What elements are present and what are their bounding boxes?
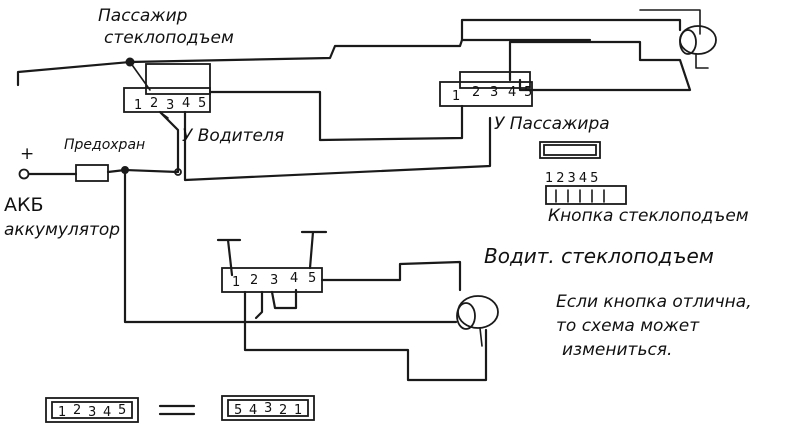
switch-driver-pin-5: 5 xyxy=(198,96,206,111)
label-fuse: Предохран xyxy=(64,137,146,153)
switch-bottom-pin-3: 3 xyxy=(270,273,278,288)
switch-passenger-pin-2: 2 xyxy=(472,85,480,100)
label-plus: + xyxy=(20,144,35,164)
label-note-3: измениться. xyxy=(562,340,673,360)
label-note-1: Если кнопка отлична, xyxy=(556,292,752,312)
fuse-icon xyxy=(75,164,109,182)
label-passenger-lifter-2: стеклоподъем xyxy=(104,28,234,48)
battery-terminal-icon xyxy=(18,168,30,180)
wire-fuse-to-node xyxy=(106,168,180,174)
svg-text:4: 4 xyxy=(249,403,257,418)
svg-text:2: 2 xyxy=(73,403,81,418)
switch-passenger-pin-4: 4 xyxy=(508,85,516,100)
label-button-caption: Кнопка стеклоподъем xyxy=(548,206,749,226)
equivalence-right: 5 4 3 2 1 xyxy=(221,395,315,421)
wire-feed-up-to-driver-switch xyxy=(158,110,180,174)
switch-passenger-pin-3: 3 xyxy=(490,85,498,100)
equivalence-left: 1 2 3 4 5 xyxy=(45,397,139,423)
switch-passenger-pin-5: 5 xyxy=(524,85,532,100)
equals-sign xyxy=(158,404,196,416)
wire-passenger-motor-b xyxy=(508,40,692,92)
svg-text:5: 5 xyxy=(234,403,242,418)
wire-passenger-motor-a xyxy=(460,18,682,42)
wire-bottom-pin2 xyxy=(254,290,264,320)
switch-bottom-pin-2: 2 xyxy=(250,273,258,288)
passenger-motor-icon xyxy=(639,9,717,69)
switch-passenger-cap xyxy=(459,71,531,89)
switch-bottom-pin-labels: 1 2 3 4 5 xyxy=(232,271,316,290)
switch-bottom-pin-4: 4 xyxy=(290,271,298,286)
switch-passenger-pin-1: 1 xyxy=(452,89,460,104)
svg-text:3: 3 xyxy=(264,401,272,416)
button-legend: 12345 xyxy=(539,141,627,205)
label-battery-full: аккумулятор xyxy=(4,220,121,240)
switch-driver-pin-3: 3 xyxy=(166,98,174,113)
switch-driver-pin-labels: 1 2 3 4 5 xyxy=(134,96,206,113)
switch-driver-cap xyxy=(145,63,211,95)
wire-bottom-pin3-to-motor xyxy=(270,288,298,310)
wire-driver-pin5-to-passenger xyxy=(208,90,464,142)
label-driver-lifter: Водит. стеклоподъем xyxy=(484,244,714,268)
wire-top-to-switch xyxy=(129,61,151,91)
driver-motor-icon xyxy=(320,260,499,347)
svg-text:3: 3 xyxy=(88,405,96,420)
label-passenger-lifter-1: Пассажир xyxy=(98,6,188,26)
switch-driver-pin-1: 1 xyxy=(134,98,142,113)
svg-text:2: 2 xyxy=(279,403,287,418)
wire-bottom-pin4-down xyxy=(243,290,488,382)
label-battery-short: АКБ xyxy=(4,194,44,216)
junction-node-feed xyxy=(174,168,182,176)
switch-driver-pin-4: 4 xyxy=(182,96,190,111)
ground-right xyxy=(300,230,328,270)
label-note-2: то схема может xyxy=(556,316,700,336)
switch-passenger-body xyxy=(439,81,533,107)
wire-feed-down xyxy=(123,168,458,324)
svg-text:4: 4 xyxy=(103,405,111,420)
label-at-passenger: У Пассажира xyxy=(494,114,610,134)
switch-bottom-pin-5: 5 xyxy=(308,271,316,286)
switch-driver-pin-2: 2 xyxy=(150,96,158,111)
svg-text:1: 1 xyxy=(58,405,66,420)
switch-passenger-pin-labels: 1 2 3 4 5 xyxy=(452,85,532,104)
svg-text:5: 5 xyxy=(118,403,126,418)
switch-bottom-pin-1: 1 xyxy=(232,275,240,290)
button-legend-pins: 12345 xyxy=(545,171,601,186)
label-at-driver: У Водителя xyxy=(182,126,285,146)
ground-left xyxy=(216,238,242,277)
svg-text:1: 1 xyxy=(294,403,302,418)
switch-driver-body xyxy=(123,87,211,113)
wire-driver-pin3-to-passenger xyxy=(183,110,492,182)
